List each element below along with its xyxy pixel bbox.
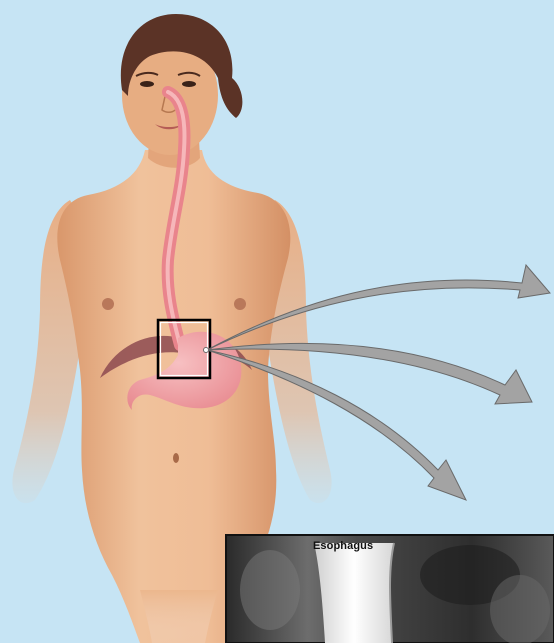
- xray-esophagus: [314, 543, 394, 643]
- xray-shadow-1: [240, 550, 300, 630]
- left-nipple: [102, 298, 114, 310]
- arrow-origin-dot: [204, 348, 209, 353]
- xray-shadow-3: [490, 575, 550, 643]
- xray-esophagus-label: Esophagus: [313, 540, 373, 552]
- right-nipple: [234, 298, 246, 310]
- left-eye: [140, 81, 154, 87]
- legs: [140, 590, 218, 643]
- navel: [173, 453, 179, 463]
- xray-inset: [226, 535, 554, 643]
- right-eye: [182, 81, 196, 87]
